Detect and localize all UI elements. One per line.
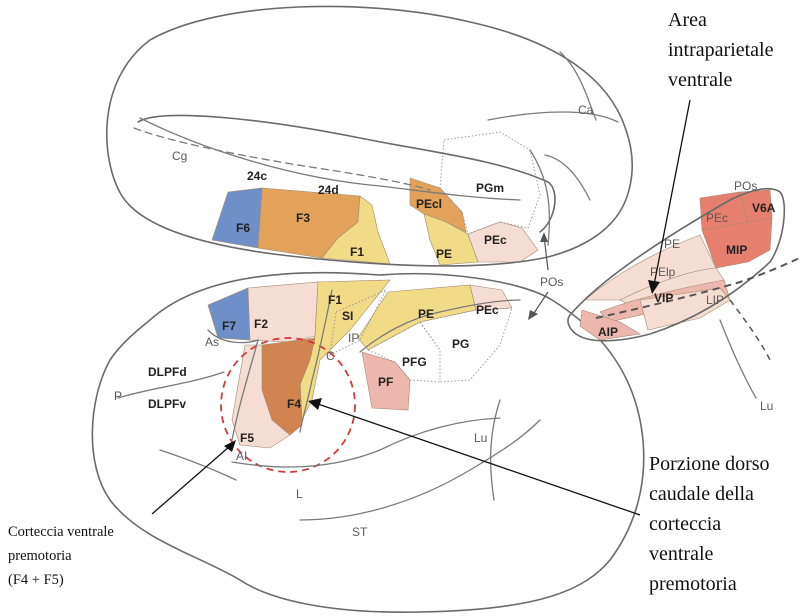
label-l: L [296,487,303,501]
label-f2-lateral: F2 [254,317,268,331]
annotation-f4: Porzione dorso caudale della corteccia v… [308,398,770,595]
f4-title-line1: Porzione dorso [649,453,770,475]
inset-view: POs PEc V6A PE MIP PElp VIP LIP AIP Lu [568,179,800,413]
label-f5-lateral: F5 [240,431,254,445]
label-24c: 24c [247,169,267,183]
label-cg: Cg [172,149,187,163]
inset-label-mip: MIP [726,243,747,257]
label-24d: 24d [318,183,339,197]
label-c: C [326,349,335,363]
label-f7-lateral: F7 [222,319,236,333]
vpm-title-line1: Corteccia ventrale [8,524,114,540]
vip-title-line3: ventrale [668,69,733,91]
label-dlpfd: DLPFd [148,365,187,379]
inset-label-pos: POs [734,179,757,193]
label-pe-medial: PE [436,247,452,261]
f4-arrow-line [318,404,640,515]
label-pg: PG [452,337,469,351]
label-pec-medial: PEc [484,233,507,247]
lunate-sulcus [491,400,500,500]
f4-title-line2: caudale della [649,483,754,505]
label-pec-lateral: PEc [476,303,499,317]
label-as: As [205,335,219,349]
label-st: ST [352,525,368,539]
inset-label-vip: VIP [654,291,673,305]
inset-label-pelp: PElp [650,265,676,279]
label-pgm: PGm [476,181,504,195]
f4-title-line4: ventrale [649,543,714,565]
calcarine-sulcus [488,112,618,122]
label-ca: Ca [578,103,594,117]
label-pf: PF [378,375,393,389]
superior-temporal-sulcus [300,420,540,520]
vip-title-line2: intraparietale [668,39,774,61]
label-lu: Lu [474,431,487,445]
label-pecl: PEcl [416,197,442,211]
inset-label-lip: LIP [706,293,724,307]
vip-title-line1: Area [668,9,707,31]
vpm-title-line3: (F4 + F5) [8,572,64,588]
inset-lower-dash [730,300,770,360]
label-ai: AI [236,449,247,463]
vpm-title-line2: premotoria [8,548,72,564]
label-pe-lateral: PE [418,307,434,321]
label-pos: POs [540,275,563,289]
f4-title-line3: corteccia [649,513,721,535]
area-f2-lateral [248,282,318,342]
vpm-arrow-line [152,446,230,514]
label-ip: IP [348,331,359,345]
inset-label-v6a: V6A [752,201,776,215]
medial-view: Cg 24c 24d Ca PGm F6 F3 PEcl F1 PE PEc [107,6,632,266]
label-f1-lateral: F1 [328,293,342,307]
lateral-view: F1 F7 F2 As SI PE PEc IP C PG PFG PF DLP… [92,273,643,613]
inset-label-lu: Lu [760,399,773,413]
label-pfg: PFG [402,355,427,369]
label-si: SI [342,309,353,323]
inset-label-pe: PE [664,237,680,251]
pos-arrow-up-head [540,232,548,242]
inset-label-pec: PEc [706,211,728,225]
label-f1-medial: F1 [350,245,364,259]
inset-label-aip: AIP [598,325,618,339]
f4-title-line5: premotoria [649,573,737,595]
label-p: P [114,389,122,403]
area-f6-medial [212,188,262,248]
inferior-sulcus [160,450,236,480]
label-f3-medial: F3 [296,211,310,225]
label-f6-medial: F6 [236,221,250,235]
label-dlpfv: DLPFv [148,397,186,411]
medial-sulcus-3 [545,155,590,200]
inset-lu-sulcus [720,320,756,398]
pos-arrow-down-head [528,310,538,320]
label-f4-lateral: F4 [287,397,301,411]
